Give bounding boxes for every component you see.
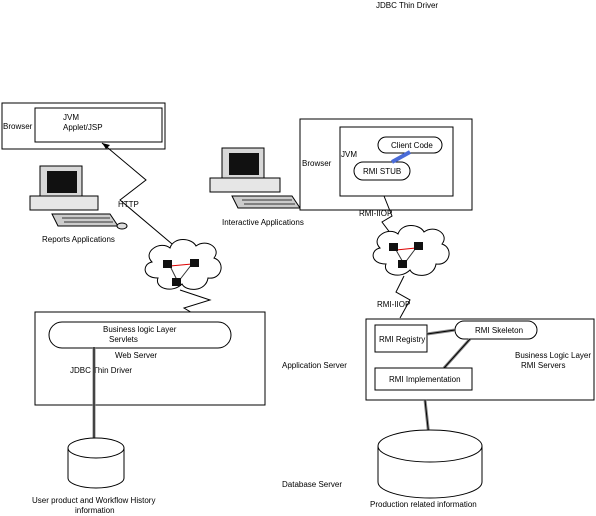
db-left-label-1: User product and Workflow History — [32, 496, 155, 505]
database-cylinder-left — [67, 437, 125, 489]
rmi-registry-label: RMI Registry — [379, 335, 425, 344]
http-arrowhead-up — [102, 143, 110, 149]
browser-right-label: Browser — [302, 159, 332, 168]
rmi-stub-pill — [353, 161, 411, 181]
computer-icon-right — [209, 147, 313, 210]
bll-right-label-2: RMI Servers — [521, 361, 565, 370]
jvm-box-left — [34, 107, 163, 143]
jvm-left-label: JVM — [63, 113, 79, 122]
client-code-label: Client Code — [391, 141, 433, 150]
rmi-iiop-label-2: RMI-IIOP — [377, 300, 410, 309]
database-cylinder-right — [377, 429, 483, 499]
rmi-skeleton-label: RMI Skeleton — [475, 326, 523, 335]
jdbc-left-label: JDBC Thin Driver — [70, 366, 132, 375]
rmi-iiop-label-1: RMI-IIOP — [359, 209, 392, 218]
rmi-implementation-box — [374, 367, 473, 391]
rmi-stub-label: RMI STUB — [363, 167, 401, 176]
http-label: HTTP — [118, 200, 139, 209]
jvm-right-label: JVM — [341, 150, 357, 159]
computer-icon-left — [29, 165, 128, 230]
network-cloud-left — [144, 239, 222, 290]
bll-servlets-label-1: Business logic Layer — [103, 325, 177, 334]
interactive-apps-label: Interactive Applications — [222, 218, 304, 227]
db-left-label-2: information — [75, 506, 115, 515]
rmi-iiop-link-lower — [395, 275, 411, 319]
browser-left-label: Browser — [3, 122, 33, 131]
rmi-registry-box — [374, 324, 428, 353]
reports-apps-label: Reports Applications — [42, 235, 115, 244]
top-title: JDBC Thin Driver — [376, 1, 438, 10]
rmi-iiop-link-upper — [381, 195, 395, 239]
http-link-upper — [101, 142, 179, 250]
db-right-label: Production related information — [370, 500, 477, 509]
network-cloud-right — [372, 225, 450, 276]
bll-right-label-1: Business Logic Layer — [515, 351, 591, 360]
business-logic-servlets-pill — [48, 321, 232, 349]
db-server-label: Database Server — [282, 480, 342, 489]
app-server-label: Application Server — [282, 361, 347, 370]
applet-jsp-label: Applet/JSP — [63, 123, 103, 132]
stub-client-link — [391, 150, 411, 164]
web-server-label: Web Server — [115, 351, 157, 360]
rmi-implementation-label: RMI Implementation — [389, 375, 461, 384]
bll-servlets-label-2: Servlets — [109, 335, 138, 344]
